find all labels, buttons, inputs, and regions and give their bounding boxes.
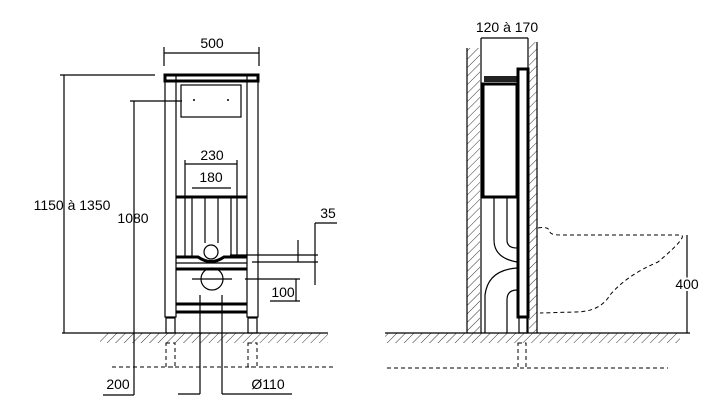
side-view: 120 à 170 400: [385, 19, 701, 369]
floor-hatch: [100, 333, 328, 343]
floor-hatch-side: [385, 333, 680, 343]
dim-wall-depth: 120 à 170: [476, 19, 538, 35]
dim-width: 500: [200, 35, 224, 51]
dim-200: 200: [106, 376, 130, 392]
cistern: [481, 82, 519, 199]
dim-height-range: 1150 à 1350: [34, 197, 111, 213]
wall-left: [467, 48, 480, 333]
toilet-bowl-outline: [537, 227, 683, 314]
dim-100: 100: [271, 284, 295, 300]
front-view: 500 1150 à 1350 1080 230 180 35 100 200: [34, 35, 337, 396]
flush-plate: [484, 76, 517, 82]
frame: [163, 73, 260, 394]
dim-180: 180: [199, 169, 223, 185]
dim-height-flush: 1080: [117, 210, 148, 226]
dimensions-front: 500 1150 à 1350 1080 230 180 35 100 200: [34, 35, 337, 396]
frame-post: [516, 67, 530, 319]
wall-right: [529, 42, 537, 333]
dim-35: 35: [320, 205, 336, 221]
dim-pipe-diameter: Ø110: [251, 376, 284, 392]
dim-bowl-height: 400: [675, 276, 699, 292]
dim-230: 230: [200, 147, 224, 163]
